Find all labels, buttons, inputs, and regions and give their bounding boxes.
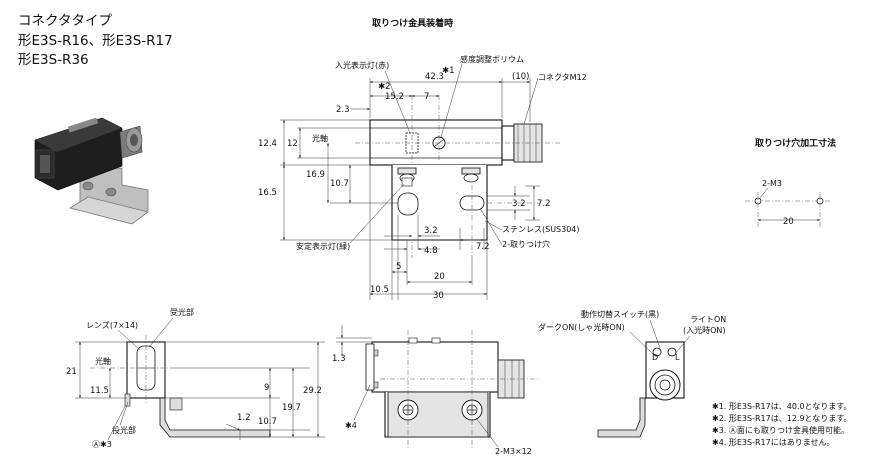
- dim-5: 5: [396, 262, 401, 272]
- stainless-label: ステンレス(SUS304): [502, 225, 580, 234]
- bracket-outline: [391, 165, 488, 241]
- dim-9: 9: [264, 383, 269, 393]
- note-2: ✱2. 形E3S-R17は、12.9となります。: [712, 414, 852, 423]
- dim-star2: ✱2: [378, 82, 391, 92]
- emitter-label: 投光部: [112, 425, 136, 435]
- l-label: L: [675, 353, 680, 362]
- hole-m3-label: 2-M3: [762, 179, 782, 188]
- hole-dim-20: 20: [783, 217, 794, 227]
- dim-2-3: 2.3: [336, 105, 350, 115]
- side-view-drawing: 1.3 ✱4 2-M3×12: [332, 325, 540, 456]
- note-3: ✱3. Ⓐ面にも取りつけ金具使用可能。: [712, 425, 849, 435]
- rear-bracket: [597, 397, 646, 438]
- side-body-outline: [371, 341, 499, 393]
- front-view-drawing: 21 11.5 光軸 9 10.7 19.7 29.2 1.2 レンズ(7×14…: [66, 307, 325, 449]
- dim-12-4: 12.4: [258, 139, 277, 149]
- sensitivity-label: 感度調整ボリウム: [460, 54, 524, 64]
- connector-type-label: コネクタタイプ: [18, 13, 112, 29]
- op-switch-label: 動作切替スイッチ(黒): [581, 309, 659, 319]
- model-name-line-1: 形E3S-R16、形E3S-R17: [18, 33, 173, 49]
- face-a-label: Ⓐ✱3: [92, 440, 112, 449]
- dim-1-3: 1.3: [332, 354, 346, 364]
- connector-label: コネクタM12: [538, 73, 587, 82]
- dim-3-2-bottom: 3.2: [424, 226, 438, 236]
- product-photo: [34, 117, 149, 225]
- dim-4-8: 4.8: [424, 246, 438, 256]
- dim-29-2: 29.2: [303, 386, 322, 396]
- d-label: D: [652, 353, 658, 362]
- incident-lamp-label: 入光表示灯(赤): [335, 60, 389, 70]
- light-on-label: ライトON: [690, 315, 726, 324]
- dim-1-2: 1.2: [237, 413, 251, 423]
- rear-view-drawing: D L 動作切替スイッチ(黒) ダークON(しゃ光時ON) ライトON (入光時…: [538, 309, 726, 438]
- dim-11-5: 11.5: [90, 386, 109, 396]
- top-view-drawing: [355, 95, 560, 258]
- mounted-heading: 取りつけ金具装着時: [372, 17, 453, 29]
- dim-15-2: 15.2: [385, 92, 404, 102]
- optical-axis-label-top: 光軸: [312, 133, 328, 143]
- hole-cutout-drawing: 20 2-M3: [745, 179, 832, 228]
- light-on-sub-label: (入光時ON): [683, 325, 726, 335]
- stable-lamp-label: 安定表示灯(緑): [296, 241, 350, 251]
- dim-21: 21: [66, 367, 77, 377]
- dim-star1: ✱1: [442, 66, 455, 76]
- top-view-dimensions: 42.3 ✱1 (10) 15.2 ✱2 7 2.3 12.4: [258, 66, 551, 301]
- star4-label: ✱4: [345, 421, 357, 430]
- dim-16-5: 16.5: [258, 188, 277, 198]
- dim-19-7: 19.7: [282, 403, 301, 413]
- lens-label: レンズ(7×14): [86, 320, 138, 330]
- dim-30: 30: [433, 291, 444, 301]
- m3x12-label: 2-M3×12: [495, 447, 532, 456]
- model-name-line-2: 形E3S-R36: [18, 52, 89, 68]
- note-4: ✱4. 形E3S-R17にはありません。: [712, 438, 835, 447]
- dim-10-5: 10.5: [370, 285, 389, 295]
- dim-42-3: 42.3: [425, 72, 444, 82]
- top-view-labels: 入光表示灯(赤) 感度調整ボリウム コネクタM12 安定表示灯(緑) ステンレス…: [296, 54, 587, 251]
- mount-holes-label: 2-取りつけ穴: [502, 239, 550, 249]
- dim-7-2-bottom: 7.2: [476, 242, 490, 252]
- dim-7-2-right: 7.2: [537, 199, 551, 209]
- dim-12: 12: [287, 139, 298, 149]
- hole-heading: 取りつけ穴加工寸法: [755, 137, 836, 149]
- dim-3-2-right: 3.2: [512, 199, 526, 209]
- optical-axis-label-front: 光軸: [95, 356, 111, 366]
- footnotes: ✱1. 形E3S-R17は、40.0となります。 ✱2. 形E3S-R17は、1…: [712, 402, 852, 447]
- receiver-label: 受光部: [170, 307, 194, 317]
- dim-10-7-front: 10.7: [258, 417, 277, 427]
- dim-7: 7: [424, 92, 429, 102]
- dim-10: (10): [512, 72, 529, 82]
- dim-16-9: 16.9: [306, 170, 325, 180]
- dark-on-label: ダークON(しゃ光時ON): [538, 322, 625, 332]
- note-1: ✱1. 形E3S-R17は、40.0となります。: [712, 402, 852, 411]
- dim-10-7: 10.7: [330, 179, 349, 189]
- dim-20: 20: [434, 272, 445, 282]
